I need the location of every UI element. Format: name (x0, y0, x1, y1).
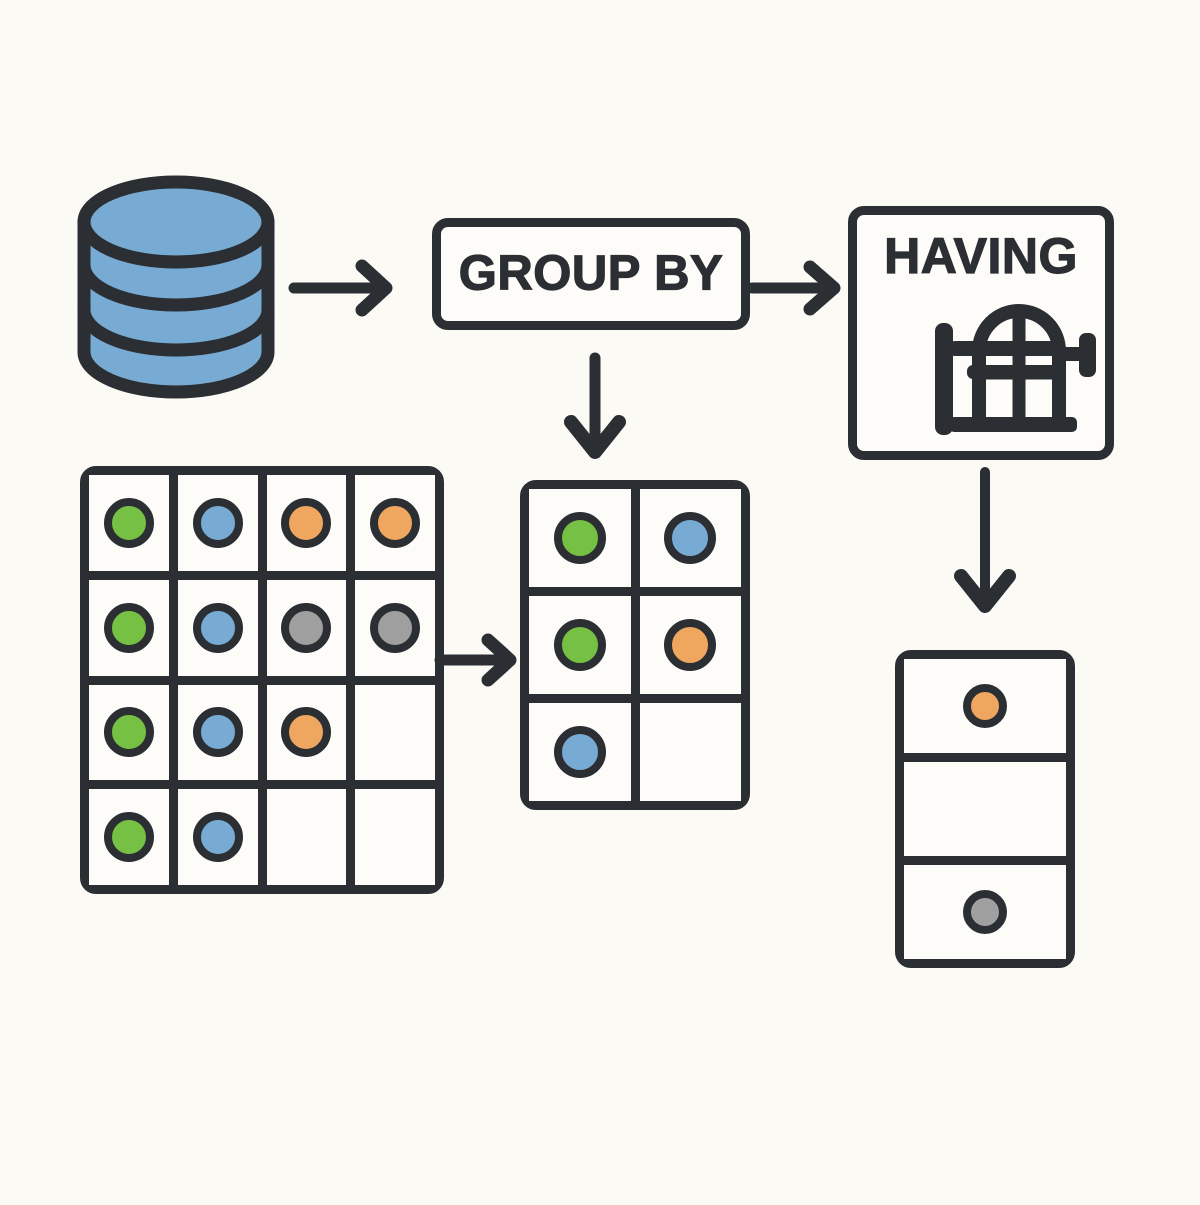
table-cell[interactable] (529, 596, 631, 694)
database-cylinder-icon (70, 175, 285, 399)
dot-blue (192, 812, 243, 863)
dot-green (553, 619, 606, 671)
table-cell[interactable] (266, 684, 347, 781)
table-cell[interactable] (89, 684, 169, 781)
dot-orange (963, 684, 1007, 728)
gate-filter-icon (919, 304, 1105, 437)
table-cell[interactable] (177, 684, 258, 781)
dot-green (103, 497, 154, 548)
group-by-node[interactable]: GROUP BY (432, 218, 750, 330)
dot-blue (192, 497, 243, 548)
table-cell[interactable] (904, 762, 1066, 856)
table-cell[interactable] (639, 703, 741, 801)
having-label: HAVING (884, 228, 1078, 284)
dot-orange (370, 497, 421, 548)
table-cell[interactable] (355, 475, 435, 571)
table-cell[interactable] (89, 475, 169, 571)
dot-gray (963, 890, 1007, 934)
table-cell[interactable] (89, 789, 169, 885)
table-cell[interactable] (89, 579, 169, 676)
dot-green (103, 707, 154, 758)
table-cell[interactable] (904, 865, 1066, 959)
dot-green (103, 602, 154, 653)
arrow-groupby-to-having (746, 258, 852, 318)
table-cell[interactable] (266, 475, 347, 571)
dot-orange (664, 619, 717, 671)
dot-orange (281, 707, 332, 758)
dot-blue (192, 707, 243, 758)
table-cell[interactable] (177, 789, 258, 885)
arrow-having-down (950, 467, 1020, 620)
dot-blue (192, 602, 243, 653)
group-by-label: GROUP BY (458, 246, 724, 301)
table-cell[interactable] (529, 703, 631, 801)
table-cell[interactable] (355, 579, 435, 676)
dot-green (553, 512, 606, 564)
dot-green (103, 812, 154, 863)
dot-gray (281, 602, 332, 653)
table-cell[interactable] (177, 475, 258, 571)
having-node[interactable]: HAVING (848, 206, 1114, 460)
arrow-source-to-grouped (434, 630, 530, 690)
table-cell[interactable] (266, 579, 347, 676)
table-cell[interactable] (529, 489, 631, 587)
dot-blue (664, 512, 717, 564)
grouped-data-table[interactable] (520, 480, 750, 810)
dot-gray (370, 602, 421, 653)
having-result-table[interactable] (895, 650, 1075, 968)
dot-orange (281, 497, 332, 548)
table-cell[interactable] (355, 684, 435, 781)
dot-blue (553, 726, 606, 778)
arrow-db-to-groupby (288, 258, 405, 318)
table-cell[interactable] (639, 596, 741, 694)
table-cell[interactable] (904, 659, 1066, 753)
arrow-groupby-down (560, 352, 630, 464)
table-cell[interactable] (266, 789, 347, 885)
table-cell[interactable] (639, 489, 741, 587)
table-cell[interactable] (177, 579, 258, 676)
source-data-table[interactable] (80, 466, 444, 894)
table-cell[interactable] (355, 789, 435, 885)
